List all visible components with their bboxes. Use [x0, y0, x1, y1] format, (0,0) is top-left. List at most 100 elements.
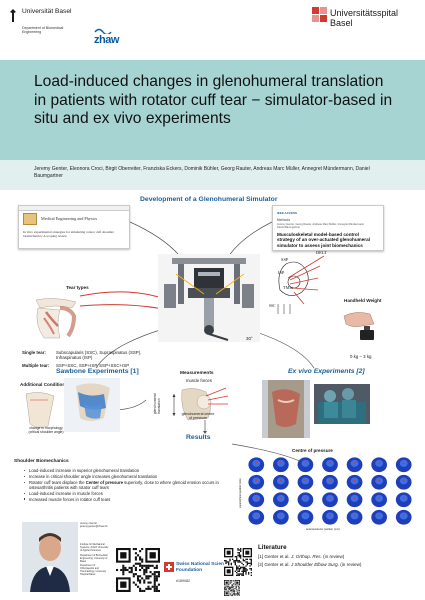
cop-point: [378, 462, 381, 464]
multiple-tear-text: SSP+SSC, SSP+ISP, SSP+SSC+ISP: [56, 363, 130, 368]
multiple-tear-label: Multiple tear:: [22, 363, 50, 368]
result-bullet: Load-induced increase in muscle forces: [22, 491, 242, 496]
single-tear-text: Subscapularis (SSC), Supraspinatus (SSP)…: [56, 350, 142, 360]
centre-of-pressure-label: glenohumeral centre of pressure: [181, 412, 215, 421]
cop-heatmap-grid: [248, 457, 412, 525]
cop-title: Centre of pressure: [292, 448, 333, 453]
handheld-weight-title: Handheld Weight: [344, 298, 382, 303]
exvivo-specimen-image: [262, 380, 310, 438]
exvivo-surgery-photo: [314, 384, 370, 424]
muscle-ssc-label: SSC: [269, 304, 276, 308]
muscle-forces-label: muscle forces: [186, 378, 212, 383]
institute-item: Institute for Mechanical Systems, Zurich…: [80, 543, 109, 552]
result-bullet: Increase in critical shoulder angle incr…: [22, 474, 242, 479]
cop-point: [329, 479, 331, 482]
zhaw-waves-icon: [94, 28, 112, 34]
result-bullet: Rotator cuff tears displace the Center o…: [22, 480, 242, 490]
muscle-delt-label: DELT: [316, 250, 327, 255]
cop-point: [304, 514, 307, 517]
cop-point: [329, 497, 331, 499]
swiss-cross-icon: [164, 562, 174, 572]
result-bullet: Increased muscle forces in rotator cuff …: [22, 497, 242, 502]
authors-band: Jeremy Genter, Eleonora Croci, Birgit Ob…: [0, 160, 425, 190]
title-band: Load-induced changes in glenohumeral tra…: [0, 60, 425, 160]
sawbone-section-title: Sawbone Experiments [1]: [56, 368, 139, 375]
result-bullet: Load-induced increase in superior glenoh…: [22, 468, 242, 473]
literature-ref: [2] Genter et al. J Shoulder Elbow Surg.…: [258, 561, 362, 567]
paper1-journal: Medical Engineering and Physics: [41, 216, 98, 221]
usb-mark-icon: [312, 7, 327, 22]
usb-name: Universitätsspital Basel: [330, 8, 399, 28]
author-photo: [22, 522, 78, 592]
paper2-tag: IEEE ACCESS: [277, 211, 298, 215]
zhaw-logo: zhaw: [94, 26, 122, 52]
unibas-logo: Universität Basel Department of Biomedic…: [8, 8, 88, 52]
additional-conditions-title: Additional Conditions: [20, 382, 68, 387]
institute-list: Institute for Mechanical Systems, Zurich…: [80, 543, 110, 577]
literature-ref: [1] Genter et al. J. Orthop. Res. (in re…: [258, 554, 345, 559]
handheld-weight-range: 0 kg – 3 kg: [350, 354, 372, 359]
author-portrait-icon: [22, 522, 78, 592]
cop-point: [402, 514, 405, 517]
cop-point: [402, 462, 405, 464]
cop-point: [378, 479, 381, 482]
cop-point: [353, 514, 356, 517]
basel-staff-icon: [10, 9, 16, 22]
header: Universität Basel Department of Biomedic…: [0, 0, 425, 60]
results-bullet-list: Load-induced increase in superior glenoh…: [22, 468, 242, 503]
translation-label: glenohumeral translation: [153, 393, 161, 414]
cop-point: [255, 514, 258, 517]
measurement-diagram: [172, 387, 229, 421]
unibas-name: Universität Basel: [22, 8, 72, 15]
cop-point: [279, 514, 282, 517]
institute-item: Department of Biomedical Engineering, Un…: [80, 553, 108, 563]
cop-point: [329, 514, 331, 517]
paper2-type: Methods: [277, 218, 291, 222]
cop-point: [304, 479, 307, 482]
simulator-section-title: Development of a Glenohumeral Simulator: [140, 196, 278, 203]
journal-cover-icon: [23, 213, 37, 225]
muscle-model-diagram: [277, 255, 325, 314]
qr-code-icon[interactable]: [224, 548, 252, 576]
muscle-tmin-label: TMin: [283, 285, 294, 290]
institute-item: Department of Orthopaedics and Traumatol…: [80, 564, 107, 577]
snsf-name: Swiss National Science Foundation: [176, 562, 230, 573]
results-section-title: Results: [186, 434, 211, 441]
sawbone-scapula-image: [25, 392, 55, 428]
angle-label: 30°: [246, 336, 253, 341]
muscle-isp-label: ISP: [278, 270, 285, 275]
paper2-authors: Jeremy Genter, Georg Rauter, Andreas Mar…: [277, 223, 365, 230]
cop-point: [255, 462, 258, 464]
single-tear-label: Single tear:: [22, 350, 46, 355]
cop-ylabel: superoinferior position (mm): [239, 478, 242, 508]
cop-point: [304, 497, 307, 499]
cop-point: [329, 462, 331, 464]
cop-point: [402, 479, 405, 482]
cop-point: [378, 514, 381, 517]
literature-block: Literature [1] Genter et al. J. Orthop. …: [258, 544, 418, 569]
tear-types-title: Tear types: [66, 285, 89, 290]
cop-point: [353, 497, 356, 499]
additional-conditions-text: change in morphology (critical shoulder …: [28, 426, 64, 435]
cop-point: [378, 497, 381, 499]
muscle-ssp-label: SSP: [281, 257, 289, 262]
cop-point: [353, 462, 356, 464]
contact-info: Jeremy Genter jeremy.genter@zhaw.ch: [80, 522, 108, 529]
paper-scoping-review: Medical Engineering and Physics In vitro…: [18, 205, 130, 249]
sawbone-experiment-image: [64, 378, 120, 432]
cop-point: [304, 462, 307, 464]
shoulder-biomechanics-title: Shoulder Biomechanics: [14, 459, 69, 464]
cop-point: [255, 497, 258, 499]
cop-point: [353, 479, 356, 482]
qr-code-icon[interactable]: [116, 548, 160, 592]
qr-code-icon[interactable]: [224, 580, 240, 596]
measurements-title: Measurements: [180, 371, 214, 376]
poster-title: Load-induced changes in glenohumeral tra…: [34, 73, 393, 127]
snsf-grant-id: #189082: [176, 579, 190, 583]
cop-point: [279, 462, 282, 464]
exvivo-section-title: Ex vivo Experiments [2]: [288, 368, 365, 375]
glenohumeral-simulator-image: [158, 254, 260, 342]
cop-xlabel: anteroposterior position (mm): [306, 528, 340, 531]
paper-control-strategy: IEEE ACCESS Methods Jeremy Genter, Georg…: [272, 205, 384, 251]
literature-title: Literature: [258, 544, 287, 551]
